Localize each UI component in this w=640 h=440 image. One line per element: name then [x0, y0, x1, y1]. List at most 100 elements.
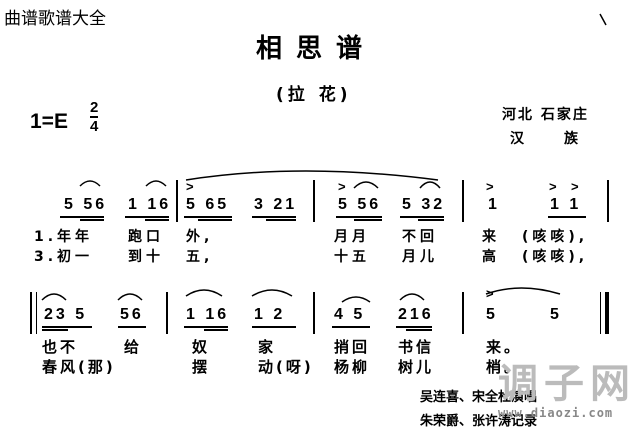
beam-line — [198, 219, 232, 221]
note-group: 1 1 — [550, 196, 582, 213]
beam-line — [396, 326, 432, 328]
beam-line — [252, 326, 296, 328]
barline — [607, 180, 609, 222]
beam-line — [118, 326, 146, 328]
lyric-verse-3: 到十 — [128, 249, 164, 265]
beam-line — [266, 219, 296, 221]
lyric-verse-3: 3.初一 — [34, 249, 94, 265]
barline — [313, 180, 315, 222]
lyric-line-a: 家 — [258, 338, 277, 356]
note-group: 56 — [120, 306, 144, 323]
barline — [176, 180, 178, 222]
beam-line — [336, 216, 382, 218]
lyric-verse-1: 1.年年 — [34, 229, 94, 245]
note-group: 5 56 — [64, 196, 108, 213]
lyric-line-b: 摆 — [192, 358, 211, 376]
key-signature: 1=E — [30, 110, 68, 133]
final-bar-thin — [600, 292, 601, 334]
note-group: 1 16 — [128, 196, 172, 213]
beam-line — [204, 329, 228, 331]
accent-mark: > — [186, 179, 197, 194]
slur — [353, 181, 379, 189]
song-origin: 河北 石家庄 — [502, 107, 589, 123]
repeat-start-bar-thin — [36, 292, 37, 334]
slur — [251, 289, 293, 297]
barline — [313, 292, 315, 334]
lyric-verse-3: 五, — [186, 249, 214, 265]
lyric-verse-1: (咳咳), — [522, 229, 589, 245]
beam-line — [252, 216, 296, 218]
note-group: 3 21 — [254, 196, 298, 213]
watermark-url: www.diaozi.com — [498, 406, 614, 420]
meter-numerator: 2 — [90, 99, 99, 116]
beam-line — [332, 326, 370, 328]
row2-slur-layer — [41, 287, 561, 303]
beam-line — [42, 326, 92, 328]
note-group: 5 32 — [402, 196, 446, 213]
barline — [462, 292, 464, 334]
slur — [341, 296, 371, 303]
lyric-verse-1: 外, — [186, 229, 214, 245]
lyric-verse-3: 高 — [482, 249, 500, 265]
lyric-line-a: 给 — [124, 338, 143, 356]
slur — [185, 289, 223, 297]
lyric-line-a: 奴 — [192, 338, 211, 356]
beam-line — [60, 216, 104, 218]
lyric-line-a: 也不 — [42, 338, 79, 356]
lyric-verse-1: 不回 — [402, 229, 438, 245]
beam-line — [354, 219, 382, 221]
beam-line — [406, 329, 432, 331]
beam-line — [42, 329, 68, 331]
lyric-line-b: 梢。 — [486, 358, 523, 376]
barline — [166, 292, 168, 334]
slur — [117, 293, 143, 301]
song-title: 相思谱 — [256, 34, 377, 64]
note-group: 23 5 — [44, 306, 88, 323]
beam-line — [80, 219, 104, 221]
lyric-line-b: 杨柳 — [334, 358, 371, 376]
final-bar-thick — [605, 292, 609, 334]
credits: 吴连喜、宋全杜演唱 朱荣爵、张许涛记录 — [420, 386, 537, 434]
lyric-verse-3: (咳咳), — [522, 249, 589, 265]
lyric-line-a: 来。 — [486, 338, 523, 356]
lyric-line-b: 春风(那) — [42, 358, 116, 376]
slur — [485, 287, 561, 295]
credit-transcribers: 朱荣爵、张许涛记录 — [420, 414, 538, 429]
note-group: 216 — [398, 306, 434, 323]
meter-denominator: 4 — [90, 116, 99, 135]
lyric-verse-3: 十五 — [334, 249, 370, 265]
slur — [41, 293, 67, 301]
row1-slur-layer — [79, 170, 441, 189]
beam-line — [184, 216, 232, 218]
slur — [399, 293, 425, 301]
song-subtitle: (拉 花) — [276, 85, 352, 105]
note-group: 1 2 — [254, 306, 286, 323]
note-group: 1 16 — [186, 306, 230, 323]
corner-mark — [598, 12, 608, 26]
beam-line — [125, 216, 169, 218]
accent-mark: > — [338, 179, 349, 194]
barline — [462, 180, 464, 222]
time-signature: 2 4 — [90, 99, 99, 135]
beam-line — [548, 216, 586, 218]
repeat-start-bar — [30, 292, 32, 334]
site-label: 曲谱歌谱大全 — [4, 9, 106, 29]
song-ethnicity: 汉族 — [510, 131, 618, 147]
credit-singers: 吴连喜、宋全杜演唱 — [420, 390, 538, 405]
note-group: 4 5 — [334, 306, 366, 323]
beam-line — [145, 219, 169, 221]
lyric-line-b: 树儿 — [398, 358, 435, 376]
lyric-line-a: 捎回 — [334, 338, 371, 356]
lyric-line-a: 书信 — [398, 338, 435, 356]
lyric-verse-1: 月月 — [334, 229, 370, 245]
note-group: 1 — [488, 196, 500, 213]
slur — [79, 180, 101, 187]
beam-line — [184, 326, 228, 328]
note-group: 5 — [550, 306, 562, 323]
lyric-verse-3: 月儿 — [402, 249, 438, 265]
lyric-line-b: 动(呀) — [258, 358, 314, 376]
beam-line — [400, 216, 444, 218]
accent-mark: > — [486, 286, 497, 301]
note-group: 5 56 — [338, 196, 382, 213]
beam-line — [418, 219, 444, 221]
